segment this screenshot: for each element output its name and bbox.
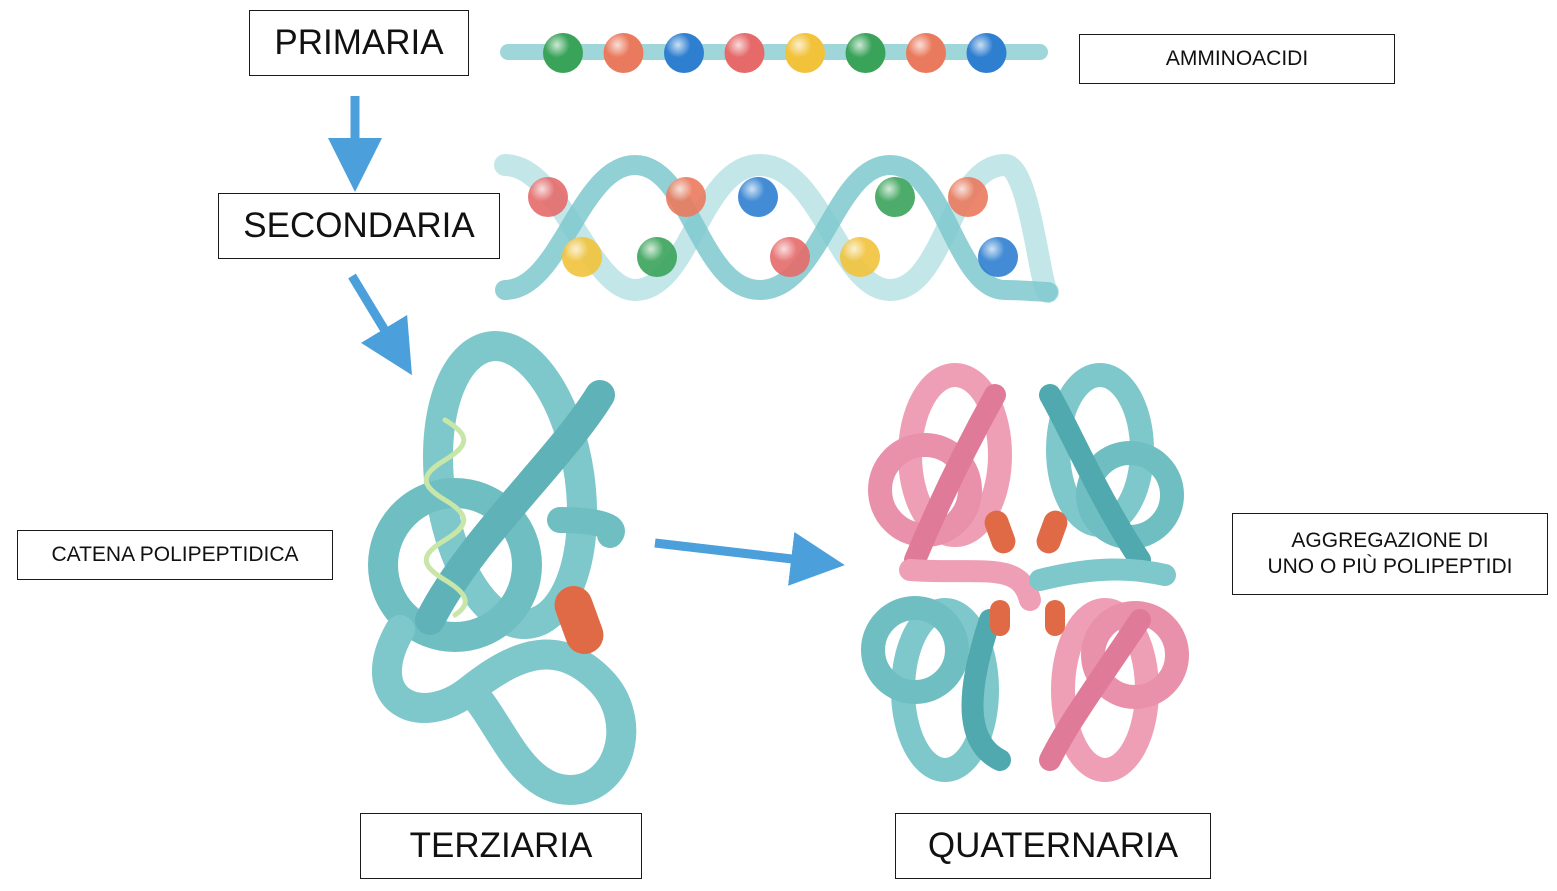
helix-bead-7-highlight <box>840 237 880 277</box>
amino-acid-bead-2-highlight <box>603 33 644 73</box>
amino-acid-bead-6-highlight <box>845 33 886 73</box>
helix-bead-3-highlight <box>637 237 677 277</box>
amino-acid-bead-7-highlight <box>906 33 946 73</box>
helix-bead-10-highlight <box>978 237 1018 277</box>
quaternary-connector-right <box>1036 510 1068 554</box>
helix-ribbon-back <box>494 153 1059 303</box>
subunit-pink-bottom-right <box>1039 598 1189 782</box>
amino-acid-bead-5-highlight <box>785 33 825 73</box>
arrow-terziaria-to-quaternaria <box>654 532 845 586</box>
helix-bead-2-highlight <box>562 237 602 277</box>
amino-acid-bead-1-highlight <box>543 33 583 73</box>
subunit-teal-bottom-left <box>861 596 1011 782</box>
label-terziaria: TERZIARIA <box>360 813 642 879</box>
subunit-pink-top-left <box>868 363 1041 611</box>
amino-acid-bead-3-highlight <box>664 33 704 73</box>
helix-bead-8-highlight <box>875 177 915 217</box>
helix-bead-9-highlight <box>948 177 988 217</box>
secondary-beads <box>528 177 1018 277</box>
amino-acid-bead-8-highlight <box>966 33 1007 73</box>
label-secondaria: SECONDARIA <box>218 193 500 259</box>
label-aggregazione-line2: UNO O PIÙ POLIPEPTIDI <box>1267 555 1513 578</box>
label-primaria: PRIMARIA <box>249 10 469 76</box>
quaternary-connector-left <box>984 510 1016 554</box>
helix-bead-5-highlight <box>738 177 778 217</box>
primary-beads <box>543 33 1007 73</box>
amino-acid-bead-4-highlight <box>724 33 765 73</box>
tertiary-structure <box>368 331 637 806</box>
label-quaternaria: QUATERNARIA <box>895 813 1211 879</box>
label-aggregazione: AGGREGAZIONE DI UNO O PIÙ POLIPEPTIDI <box>1232 513 1548 595</box>
label-amminoacidi: AMMINOACIDI <box>1079 34 1395 84</box>
disulfide-connector <box>554 585 604 655</box>
label-catena-polipeptidica: CATENA POLIPEPTIDICA <box>17 530 333 580</box>
helix-bead-4-highlight <box>666 177 706 217</box>
subunit-teal-top-right <box>1029 363 1184 591</box>
quaternary-structure <box>861 363 1189 782</box>
helix-bead-6-highlight <box>770 237 810 277</box>
alpha-helix-detail <box>423 417 468 618</box>
primary-chain <box>500 33 1048 73</box>
arrow-secondaria-to-terziaria <box>348 273 412 376</box>
quaternary-connector-mid-left <box>990 600 1010 636</box>
label-aggregazione-line1: AGGREGAZIONE DI <box>1291 528 1489 552</box>
secondary-helix <box>494 153 1059 303</box>
quaternary-connector-mid-right <box>1045 600 1065 636</box>
helix-bead-1-highlight <box>528 177 568 217</box>
